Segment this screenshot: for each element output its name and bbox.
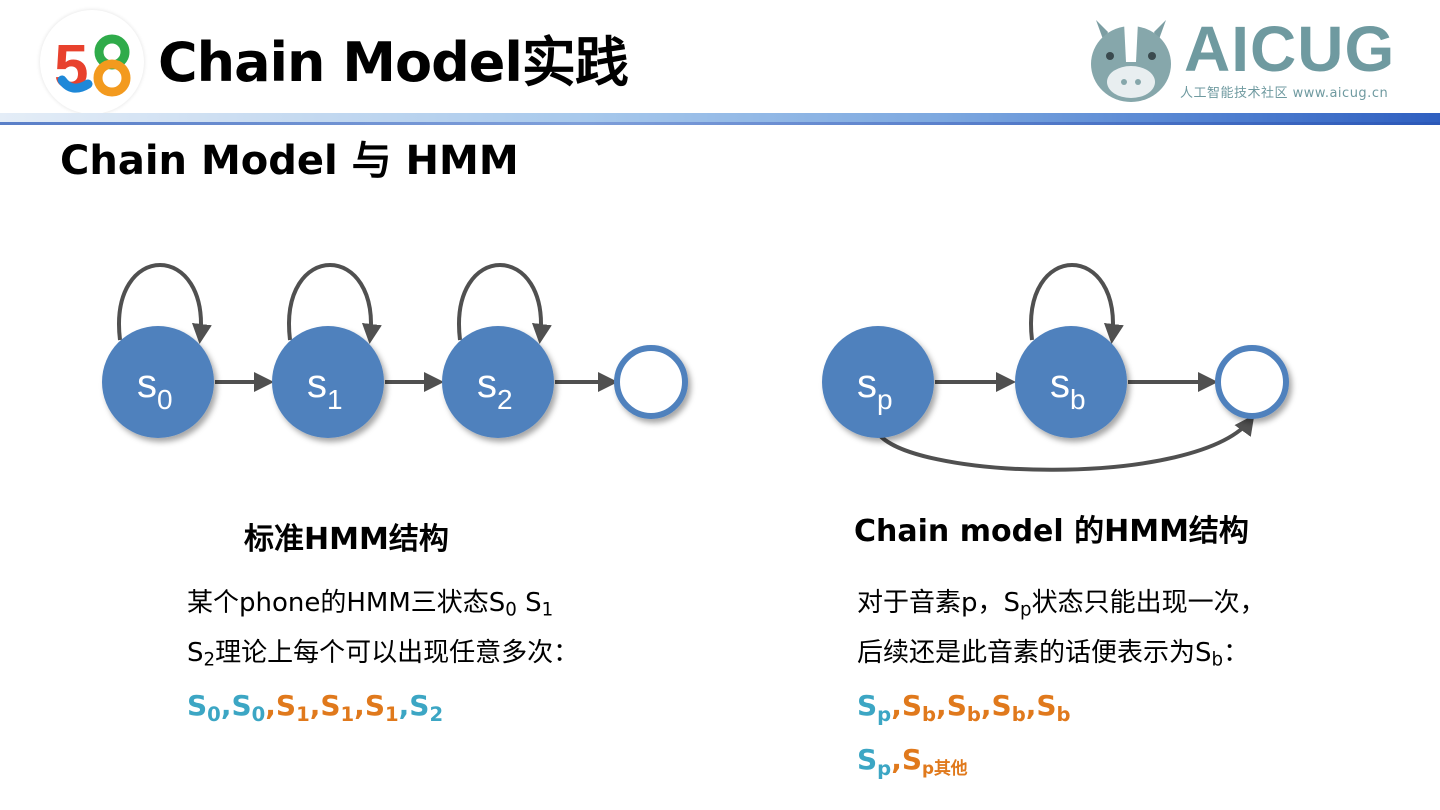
logo-58-mark: 5 (54, 33, 131, 102)
state-node-s1: s1 (272, 326, 384, 438)
node-letter: s (857, 362, 877, 406)
section-title: Chain Model 与 HMM (60, 138, 519, 184)
sequence-token: S1 (320, 689, 355, 726)
chain-model-diagram: sp sb (822, 263, 1289, 472)
svg-text:sp: sp (857, 362, 893, 415)
node-letter: s (1050, 362, 1070, 406)
right-description-line2: 后续还是此音素的话便表示为Sb： (857, 638, 1250, 671)
sequence-token: S2 (409, 689, 444, 726)
state-node-sb: sb (1015, 326, 1127, 438)
sequence-comma: , (980, 689, 992, 722)
sequence-token: Sp (857, 689, 892, 726)
left-state-sequence: S0,S0,S1,S1,S1,S2 (187, 686, 443, 726)
sequence-token: Sp (857, 743, 892, 780)
sequence-token: S0 (187, 689, 221, 726)
hmm-diagrams: s0 s1 s2 sp sb (102, 263, 1289, 472)
sequence-comma: , (309, 689, 321, 722)
state-node-s0: s0 (102, 326, 214, 438)
node-letter: s (137, 362, 157, 406)
sequence-comma: , (220, 689, 232, 722)
aicug-wordmark: AICUG (1184, 13, 1396, 85)
sequence-comma: , (265, 689, 276, 722)
arrow-sp-final-skip (874, 414, 1255, 472)
sequence-token: S1 (275, 689, 310, 726)
self-loop-s0 (117, 263, 212, 344)
state-node-sp: sp (822, 326, 934, 438)
sequence-comma: , (891, 689, 902, 722)
node-subscript: 1 (327, 384, 343, 415)
right-state-sequence-2: Sp,Sp其他 (857, 740, 968, 780)
sequence-token: Sb (901, 689, 937, 726)
left-description-line2: S2理论上每个可以出现任意多次： (187, 638, 580, 671)
node-letter: s (477, 362, 497, 406)
svg-text:s1: s1 (307, 362, 343, 415)
sequence-comma: , (354, 689, 365, 722)
final-state-node (1215, 345, 1289, 419)
sequence-comma: , (398, 689, 410, 722)
svg-text:sb: sb (1050, 362, 1086, 415)
sequence-token: S1 (364, 689, 399, 726)
self-loop-sb (1029, 263, 1124, 344)
standard-hmm-diagram: s0 s1 s2 (102, 263, 688, 438)
sequence-token: Sp其他 (901, 743, 968, 779)
header-divider (0, 113, 1440, 125)
aicug-subtitle: 人工智能技术社区 www.aicug.cn (1180, 86, 1389, 101)
self-loop-s2 (457, 263, 552, 344)
node-subscript: p (877, 384, 893, 415)
svg-text:s0: s0 (137, 362, 173, 415)
svg-text:s2: s2 (477, 362, 513, 415)
right-state-sequence-1: Sp,Sb,Sb,Sb,Sb (857, 686, 1071, 726)
rhino-icon (1091, 12, 1171, 102)
left-caption: 标准HMM结构 (244, 522, 449, 557)
sequence-token: Sb (1036, 689, 1071, 726)
slide-title: Chain Model实践 (158, 31, 629, 94)
self-loop-s1 (287, 263, 382, 344)
logo-aicug: AICUG 人工智能技术社区 www.aicug.cn (1084, 10, 1424, 106)
state-node-s2: s2 (442, 326, 554, 438)
sequence-comma: , (1025, 689, 1037, 722)
sequence-token: Sb (946, 689, 981, 726)
logo-58: 5 (40, 10, 144, 114)
node-subscript: 0 (157, 384, 173, 415)
node-subscript: 2 (497, 384, 513, 415)
sequence-token: Sb (991, 689, 1026, 726)
right-caption: Chain model 的HMM结构 (854, 514, 1249, 549)
right-description-line1: 对于音素p，Sp状态只能出现一次， (857, 588, 1266, 621)
final-state-node (614, 345, 688, 419)
sequence-comma: , (936, 689, 947, 722)
node-letter: s (307, 362, 327, 406)
sequence-comma: , (891, 743, 902, 776)
left-description-line1: 某个phone的HMM三状态S0 S1 (187, 588, 554, 621)
node-subscript: b (1070, 384, 1086, 415)
sequence-token: S0 (231, 689, 266, 726)
